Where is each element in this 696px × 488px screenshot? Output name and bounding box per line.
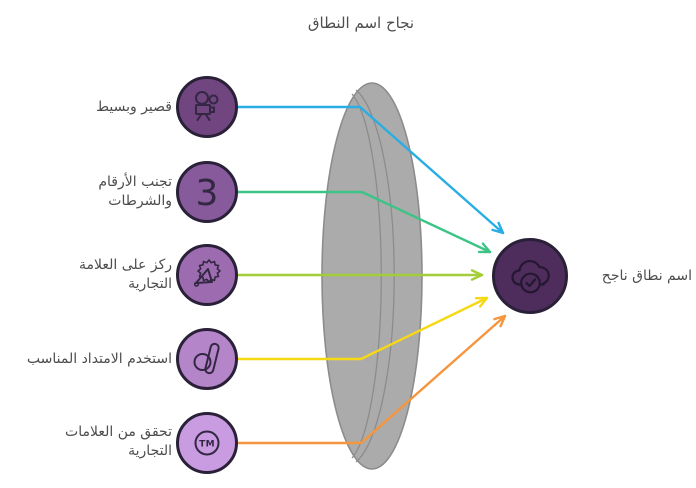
megaphone-badge-icon	[193, 259, 221, 287]
edge-line	[236, 190, 492, 254]
video-camera-icon	[195, 91, 219, 121]
edge-avoid-numbers	[236, 190, 492, 254]
result-label: اسم نطاق ناجح	[601, 267, 692, 284]
arrowhead-icon	[491, 221, 505, 235]
label-avoid-numbers: تجنب الأرقام والشرطات	[98, 174, 172, 209]
edge-line	[236, 296, 489, 361]
node-result	[492, 238, 568, 314]
number-3-glyph: 3	[196, 174, 219, 210]
arrowhead-icon	[470, 269, 484, 281]
label-brand-focus: ركز على العلامة التجارية	[79, 257, 172, 292]
edge-trademark-check	[236, 314, 507, 445]
diagram-title: نجاح اسم النطاق	[307, 14, 415, 32]
number-3-icon: 3	[196, 174, 219, 210]
check-circle	[520, 272, 541, 294]
node-short-simple	[176, 76, 238, 138]
label-short-simple: قصير وبسيط	[96, 98, 172, 115]
edge-short-simple	[236, 105, 505, 235]
edge-line	[236, 105, 505, 235]
label-trademark-check: تحقق من العلامات التجارية	[65, 424, 172, 459]
trademark-icon: TM	[194, 430, 220, 456]
trademark-glyph: TM	[199, 440, 215, 450]
domain-letter-icon	[193, 342, 220, 375]
edge-extension	[236, 296, 489, 361]
arrowhead-icon	[493, 314, 507, 328]
node-trademark-check: TM	[176, 412, 238, 474]
arrowhead-icon	[477, 242, 492, 254]
arrowhead-icon	[474, 296, 489, 308]
node-avoid-numbers: 3	[176, 161, 238, 223]
node-brand-focus	[176, 244, 238, 306]
label-extension: استخدم الامتداد المناسب	[26, 350, 172, 367]
edge-line	[236, 314, 507, 445]
node-extension	[176, 328, 238, 390]
edge-brand-focus	[236, 269, 484, 281]
cloud-check-icon	[511, 259, 550, 294]
